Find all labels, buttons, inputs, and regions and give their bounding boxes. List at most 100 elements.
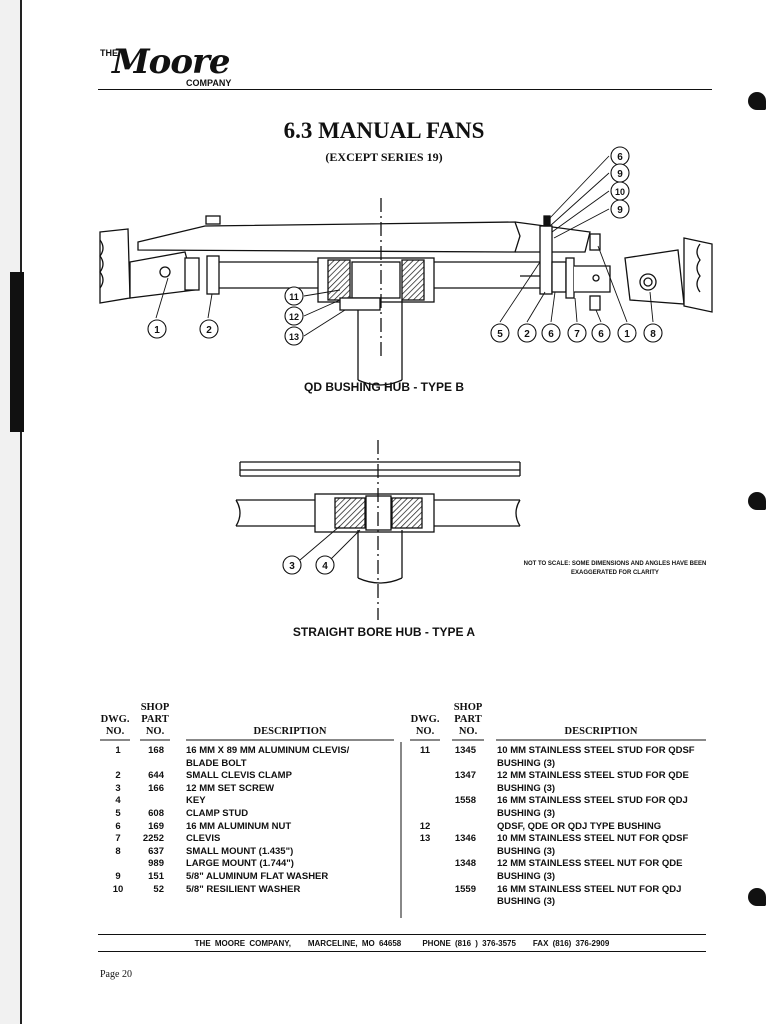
cell-dwg: 5	[115, 808, 121, 819]
logo-the: THE	[100, 48, 118, 58]
cell-part: 1558	[454, 795, 476, 807]
header-shop-left: SHOP PART NO.	[140, 702, 170, 737]
cell-dwg: 13	[419, 833, 431, 845]
cell-desc: 16 MM ALUMINUM NUT	[186, 820, 292, 832]
callout-b-right-2: 2	[524, 329, 530, 340]
cell-desc: 10 MM STAINLESS STEEL NUT FOR QDSF	[497, 833, 689, 845]
logo-script: Moore	[112, 42, 231, 82]
cell-desc: BUSHING (3)	[497, 896, 556, 908]
cell-part: 1345	[454, 745, 476, 756]
cell-desc: BLADE BOLT	[186, 757, 247, 769]
callout-b-top-2: 9	[617, 169, 623, 180]
callout-b-top-4: 9	[617, 205, 623, 216]
cell-part: 1559	[454, 883, 476, 895]
page-number: Page 20	[100, 969, 132, 980]
binding-edge	[0, 0, 24, 1024]
logo-company: COMPANY	[186, 78, 232, 88]
callout-b-right-5: 6	[598, 329, 604, 340]
cell-desc: 12 MM STAINLESS STEEL NUT FOR QDE	[497, 858, 683, 870]
cell-desc: BUSHING (3)	[497, 808, 556, 819]
cell-dwg: 12	[419, 820, 431, 832]
cell-desc: LARGE MOUNT (1.744")	[186, 858, 294, 870]
cell-part: 1346	[454, 833, 476, 845]
cell-dwg: 9	[115, 871, 121, 882]
cell-desc: BUSHING (3)	[497, 871, 556, 882]
footer-rule-bottom	[98, 951, 706, 952]
page-title: 6.3 MANUAL FANS	[283, 118, 485, 143]
cell-part: 2252	[142, 833, 164, 845]
footer-phone: PHONE (816 ) 376-3575	[422, 939, 516, 948]
callout-b-right-1: 5	[497, 329, 503, 340]
cell-dwg: 7	[115, 833, 121, 845]
footer-text: THE MOORE COMPANY, MARCELINE, MO 64658 P…	[98, 939, 706, 948]
header-dwg-left: DWG. NO.	[100, 714, 130, 737]
footer-company: THE MOORE COMPANY,	[194, 939, 291, 948]
scale-note: NOT TO SCALE: SOME DIMENSIONS AND ANGLES…	[523, 561, 707, 576]
figure-a-caption: STRAIGHT BORE HUB - TYPE A	[292, 625, 476, 639]
callout-b-left-2: 2	[206, 325, 212, 336]
cell-desc: 5/8" RESILIENT WASHER	[186, 883, 301, 895]
cell-desc: CLEVIS	[186, 833, 221, 845]
cell-dwg: 4	[115, 795, 121, 807]
figure-b-caption: QD BUSHING HUB - TYPE B	[303, 380, 464, 394]
cell-part: 989	[148, 858, 164, 870]
cell-part: 151	[148, 871, 164, 882]
page-subtitle: (EXCEPT SERIES 19)	[325, 150, 443, 164]
cell-part: 166	[148, 782, 164, 794]
callout-a-4: 4	[322, 561, 328, 572]
cell-desc: SMALL MOUNT (1.435")	[186, 845, 294, 857]
footer-fax: FAX (816) 376-2909	[532, 939, 610, 948]
bolt-circle-left	[159, 266, 171, 278]
cell-desc: 16 MM STAINLESS STEEL NUT FOR QDJ	[497, 883, 682, 895]
cell-dwg: 8	[115, 845, 121, 857]
header-shop-right: SHOP PART NO.	[453, 702, 483, 737]
punch-mark-middle	[748, 492, 766, 510]
callout-a-3: 3	[289, 561, 295, 572]
cell-part: 637	[148, 845, 164, 857]
callout-b-right-6: 1	[624, 329, 630, 340]
cell-desc: BUSHING (3)	[497, 845, 556, 857]
cell-part: 168	[148, 745, 164, 756]
cell-dwg: 10	[112, 883, 124, 895]
header-desc-left: DESCRIPTION	[253, 726, 327, 737]
cell-desc: KEY	[186, 795, 206, 807]
callout-b-11: 11	[289, 292, 299, 302]
cell-dwg: 11	[419, 745, 431, 756]
cell-desc: 16 MM STAINLESS STEEL STUD FOR QDJ	[497, 795, 688, 807]
header-rule	[98, 89, 712, 90]
callout-b-left-1: 1	[154, 325, 160, 336]
cell-desc: 12 MM SET SCREW	[186, 782, 275, 794]
cell-dwg: 6	[115, 820, 121, 832]
header-dwg-right: DWG. NO.	[410, 714, 440, 737]
cell-part: 644	[148, 770, 164, 782]
cell-desc: BUSHING (3)	[497, 782, 556, 794]
cell-desc: 12 MM STAINLESS STEEL STUD FOR QDE	[497, 770, 689, 782]
cell-desc: CLAMP STUD	[186, 808, 249, 819]
cell-dwg: 1	[115, 745, 121, 756]
callout-b-12: 12	[289, 312, 299, 322]
cell-part: 1348	[454, 858, 476, 870]
cell-desc: SMALL CLEVIS CLAMP	[186, 770, 292, 782]
punch-mark-top	[748, 92, 766, 110]
blade-outline	[137, 221, 521, 253]
callout-b-right-4: 7	[574, 329, 580, 340]
cell-part: 169	[148, 820, 164, 832]
cell-desc: 5/8" ALUMINUM FLAT WASHER	[186, 871, 329, 882]
callout-b-13: 13	[289, 332, 299, 342]
cell-dwg: 2	[115, 770, 121, 782]
punch-mark-bottom	[748, 888, 766, 906]
callout-b-right-7: 8	[650, 329, 656, 340]
callout-b-right-3: 6	[548, 329, 554, 340]
footer-rule-top	[98, 934, 706, 935]
binding-bar	[10, 272, 24, 432]
cell-desc: BUSHING (3)	[497, 757, 556, 769]
cell-part: 52	[153, 883, 164, 895]
footer-city: MARCELINE, MO 64658	[307, 939, 402, 948]
cell-part: 1347	[454, 770, 476, 782]
cell-desc: 10 MM STAINLESS STEEL STUD FOR QDSF	[497, 745, 695, 756]
cell-desc: QDSF, QDE OR QDJ TYPE BUSHING	[497, 820, 662, 832]
callout-b-top-1: 6	[617, 152, 623, 163]
header-desc-right: DESCRIPTION	[564, 726, 638, 737]
cell-dwg: 3	[115, 782, 121, 794]
